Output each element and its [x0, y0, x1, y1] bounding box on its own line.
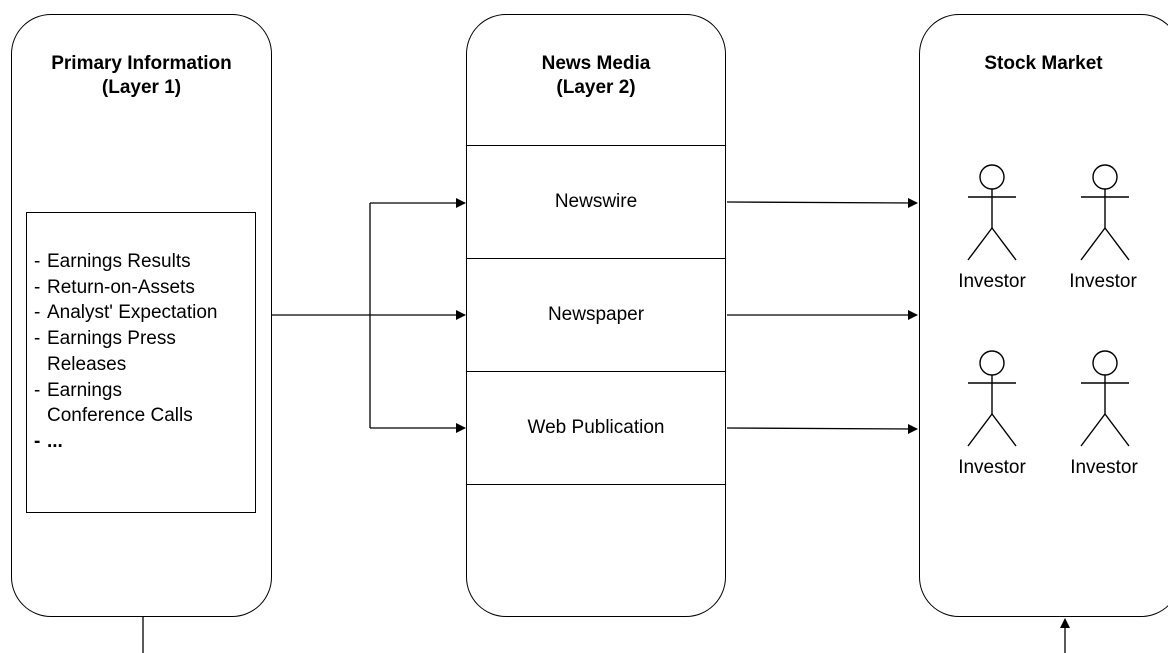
news-media-title-line1: News Media	[541, 53, 651, 74]
news-media-title-line2: (Layer 2)	[556, 77, 636, 98]
primary-information-panel: Primary Information (Layer 1) Earnings R…	[11, 14, 272, 617]
channel-newswire: Newswire	[467, 145, 725, 258]
investor-icon	[1080, 350, 1130, 447]
channel-newspaper: Newspaper	[467, 258, 725, 371]
investor-icon	[967, 350, 1017, 447]
investor-label: Investor	[958, 457, 1026, 478]
channel-label: Newspaper	[547, 304, 645, 325]
list-item: Earnings Results	[34, 249, 218, 275]
stock-market-title: Stock Market	[984, 53, 1103, 74]
arrow-web-to-market	[726, 423, 918, 434]
investor-label: Investor	[1070, 457, 1138, 478]
primary-information-list: Earnings Results Return-on-Assets Analys…	[34, 249, 218, 455]
investor-icon	[967, 164, 1017, 261]
news-media-title: News Media (Layer 2)	[467, 52, 725, 100]
channel-label: Web Publication	[527, 417, 665, 438]
list-item: Analyst' Expectation	[34, 300, 218, 326]
channel-web-publication: Web Publication	[467, 371, 725, 484]
arrow-newswire-to-market	[726, 197, 918, 208]
list-item: Return-on-Assets	[34, 275, 218, 301]
stock-market-panel: Stock Market	[919, 14, 1168, 617]
list-item-more: ...	[34, 429, 218, 455]
primary-title-line2: (Layer 1)	[101, 77, 182, 98]
channel-divider-bottom	[467, 484, 725, 485]
primary-information-title: Primary Information (Layer 1)	[12, 52, 271, 100]
list-item: Earnings Conference Calls	[34, 378, 218, 429]
investor-label: Investor	[1069, 271, 1137, 292]
investor-label: Investor	[958, 271, 1026, 292]
list-item: Earnings Press Releases	[34, 326, 218, 377]
news-media-panel: News Media (Layer 2)	[466, 14, 726, 617]
primary-information-list-box: Earnings Results Return-on-Assets Analys…	[26, 212, 256, 513]
investor-icon	[1080, 164, 1130, 261]
channel-label: Newswire	[554, 191, 638, 212]
primary-title-line1: Primary Information	[51, 53, 232, 74]
